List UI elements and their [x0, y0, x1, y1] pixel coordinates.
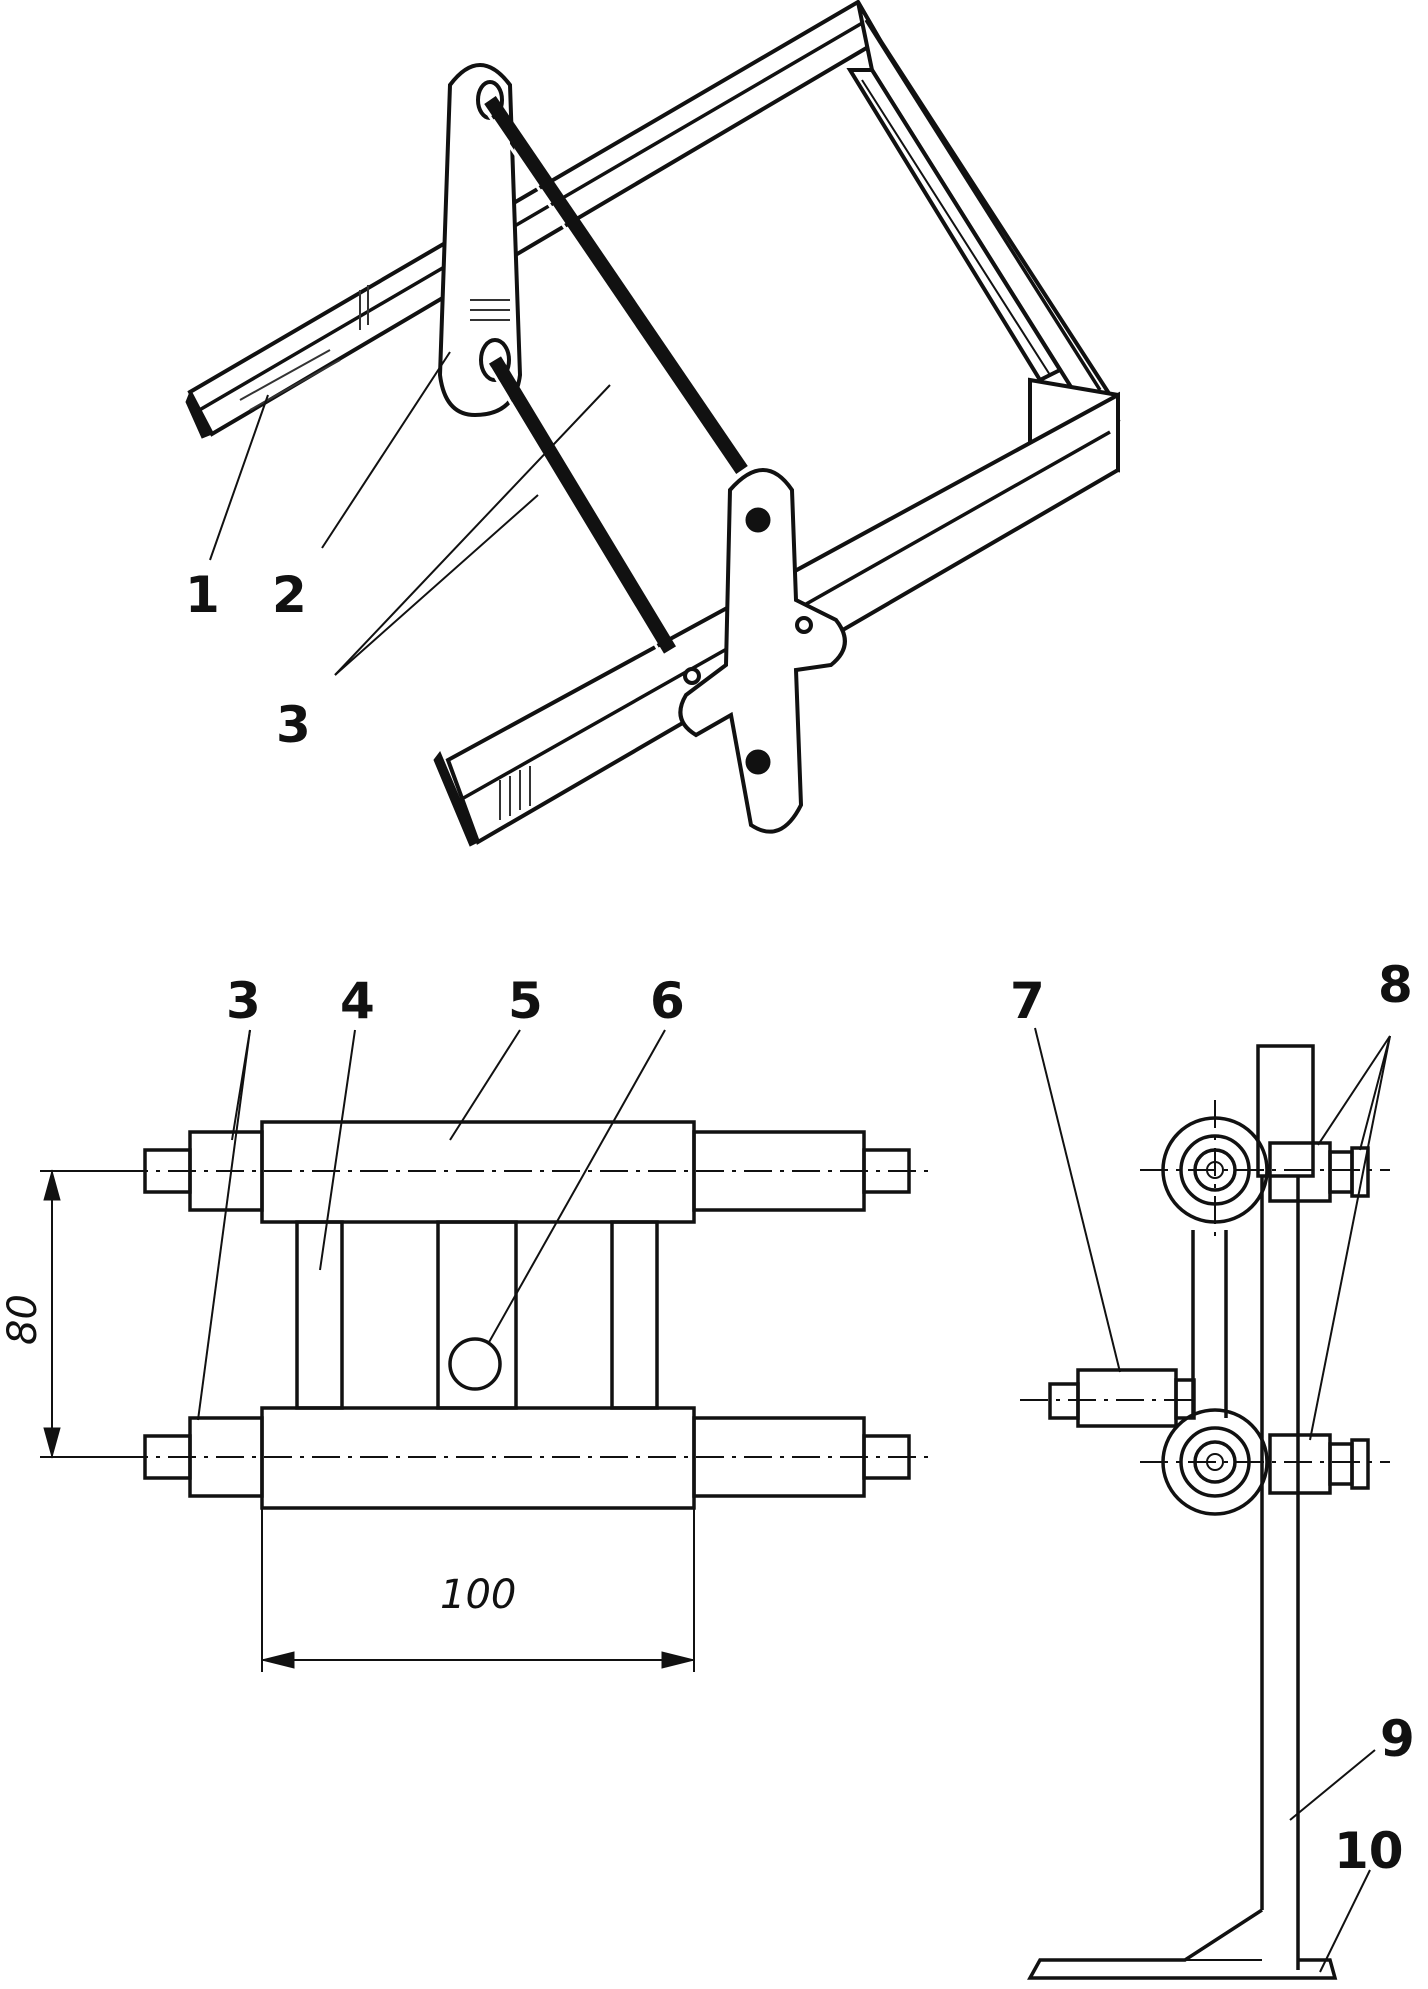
clamp-bolt [1020, 1368, 1200, 1428]
side-plates [295, 1220, 659, 1410]
label-part-4: 4 [340, 972, 375, 1030]
leader-3d [197, 1029, 251, 1421]
leader-8a [1317, 1035, 1391, 1146]
upper-roller-assembly [120, 1120, 930, 1224]
leader-10 [1319, 1869, 1371, 1973]
label-part-8: 8 [1378, 956, 1413, 1014]
leader-3b [334, 494, 539, 676]
leader-9 [1289, 1749, 1376, 1821]
frame-rail-inner [846, 68, 1063, 383]
foot-plate [1027, 1908, 1338, 1980]
pivot-hole [448, 1337, 502, 1391]
isometric-view: 1 2 3 [185, 0, 1121, 847]
leader-5 [449, 1029, 521, 1141]
side-view: 7 8 9 10 [1010, 956, 1415, 1980]
guide-rods [482, 96, 748, 657]
lower-roller-assembly [120, 1406, 930, 1510]
dimension-height: 80 [0, 1169, 145, 1459]
dimension-width-value: 100 [440, 1572, 516, 1618]
label-part-3-top: 3 [276, 696, 311, 754]
label-part-6: 6 [650, 972, 685, 1030]
bracket-plate-right [678, 468, 847, 834]
vertical-post [1191, 1176, 1300, 1970]
leader-2 [321, 351, 451, 549]
label-part-9: 9 [1380, 1710, 1415, 1768]
label-part-5: 5 [508, 972, 543, 1030]
leader-3a [334, 384, 611, 676]
leader-8b [1359, 1035, 1391, 1151]
dimension-width: 100 [261, 1508, 695, 1672]
label-part-10: 10 [1334, 1822, 1404, 1880]
leader-8c [1309, 1035, 1391, 1441]
leader-4 [319, 1029, 356, 1271]
leader-7 [1034, 1027, 1121, 1373]
label-part-1: 1 [185, 566, 220, 624]
label-part-7: 7 [1010, 972, 1045, 1030]
dimension-height-value: 80 [0, 1294, 46, 1345]
leader-1 [209, 394, 269, 561]
leader-6 [487, 1029, 666, 1345]
front-view: 80 100 3 4 5 6 [0, 972, 930, 1672]
frame-rail-upper [185, 0, 883, 439]
post-top [1256, 1044, 1315, 1178]
upper-roller-side [1140, 1100, 1390, 1240]
label-part-3-bottom: 3 [226, 972, 261, 1030]
label-part-2: 2 [272, 566, 307, 624]
frame-rail-far [856, 0, 1121, 473]
lower-roller-side [1140, 1408, 1390, 1516]
